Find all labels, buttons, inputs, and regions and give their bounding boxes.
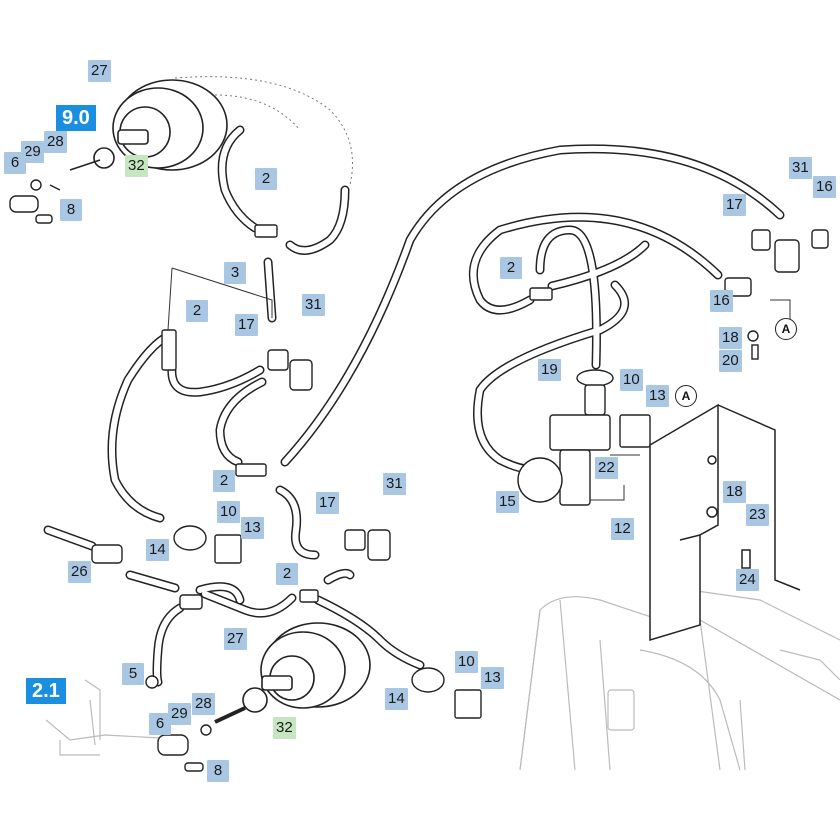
- motor-top: [69, 79, 228, 171]
- bracket-12: [649, 403, 801, 642]
- callout-a-bracket: A: [675, 385, 697, 407]
- part-tag-22[interactable]: 22: [595, 457, 618, 479]
- part-tag-8[interactable]: 8: [207, 760, 229, 782]
- dashed-guide: [174, 76, 353, 186]
- part-tag-16[interactable]: 16: [813, 176, 836, 198]
- part-tag-2[interactable]: 2: [500, 257, 522, 279]
- part-tag-28[interactable]: 28: [192, 693, 215, 715]
- part-tag-13[interactable]: 13: [241, 517, 264, 539]
- part-tag-17[interactable]: 17: [723, 194, 746, 216]
- part-tag-29[interactable]: 29: [168, 703, 191, 725]
- part-tag-2[interactable]: 2: [213, 470, 235, 492]
- part-tag-2[interactable]: 2: [255, 168, 277, 190]
- part-tag-31[interactable]: 31: [302, 294, 325, 316]
- section-badge-2-1: 2.1: [26, 678, 66, 704]
- hose-inner: [45, 127, 783, 685]
- part-tag-32[interactable]: 32: [273, 717, 296, 739]
- part-tag-19[interactable]: 19: [538, 359, 561, 381]
- part-tag-18[interactable]: 18: [719, 327, 742, 349]
- section-badge-9-0: 9.0: [56, 105, 96, 131]
- part-tag-31[interactable]: 31: [383, 473, 406, 495]
- part-tag-8[interactable]: 8: [60, 199, 82, 221]
- part-tag-15[interactable]: 15: [496, 491, 519, 513]
- part-tag-27[interactable]: 27: [88, 60, 111, 82]
- part-tag-3[interactable]: 3: [224, 262, 246, 284]
- part-tag-10[interactable]: 10: [217, 501, 240, 523]
- part-tag-18[interactable]: 18: [723, 481, 746, 503]
- part-tag-29[interactable]: 29: [21, 141, 44, 163]
- part-tag-6[interactable]: 6: [149, 713, 171, 735]
- part-tag-13[interactable]: 13: [646, 385, 669, 407]
- part-tag-24[interactable]: 24: [736, 569, 759, 591]
- callout-a-fitting: A: [775, 318, 797, 340]
- part-tag-27[interactable]: 27: [224, 628, 247, 650]
- part-tag-5[interactable]: 5: [122, 663, 144, 685]
- part-tag-2[interactable]: 2: [276, 563, 298, 585]
- fittings: [9, 179, 829, 772]
- part-tag-28[interactable]: 28: [44, 131, 67, 153]
- valve-assembly: [517, 369, 651, 506]
- part-tag-17[interactable]: 17: [235, 314, 258, 336]
- part-tag-13[interactable]: 13: [481, 667, 504, 689]
- part-tag-10[interactable]: 10: [620, 369, 643, 391]
- part-tag-17[interactable]: 17: [316, 492, 339, 514]
- part-tag-31[interactable]: 31: [789, 157, 812, 179]
- part-tag-32[interactable]: 32: [125, 155, 148, 177]
- part-tag-26[interactable]: 26: [68, 561, 91, 583]
- part-tag-10[interactable]: 10: [455, 651, 478, 673]
- part-tag-20[interactable]: 20: [719, 350, 742, 372]
- part-tag-16[interactable]: 16: [710, 290, 733, 312]
- motor-bottom: [214, 622, 371, 724]
- part-tag-12[interactable]: 12: [611, 518, 634, 540]
- part-tag-6[interactable]: 6: [4, 152, 26, 174]
- part-tag-14[interactable]: 14: [385, 688, 408, 710]
- part-tag-2[interactable]: 2: [186, 300, 208, 322]
- part-tag-14[interactable]: 14: [146, 539, 169, 561]
- part-tag-23[interactable]: 23: [746, 504, 769, 526]
